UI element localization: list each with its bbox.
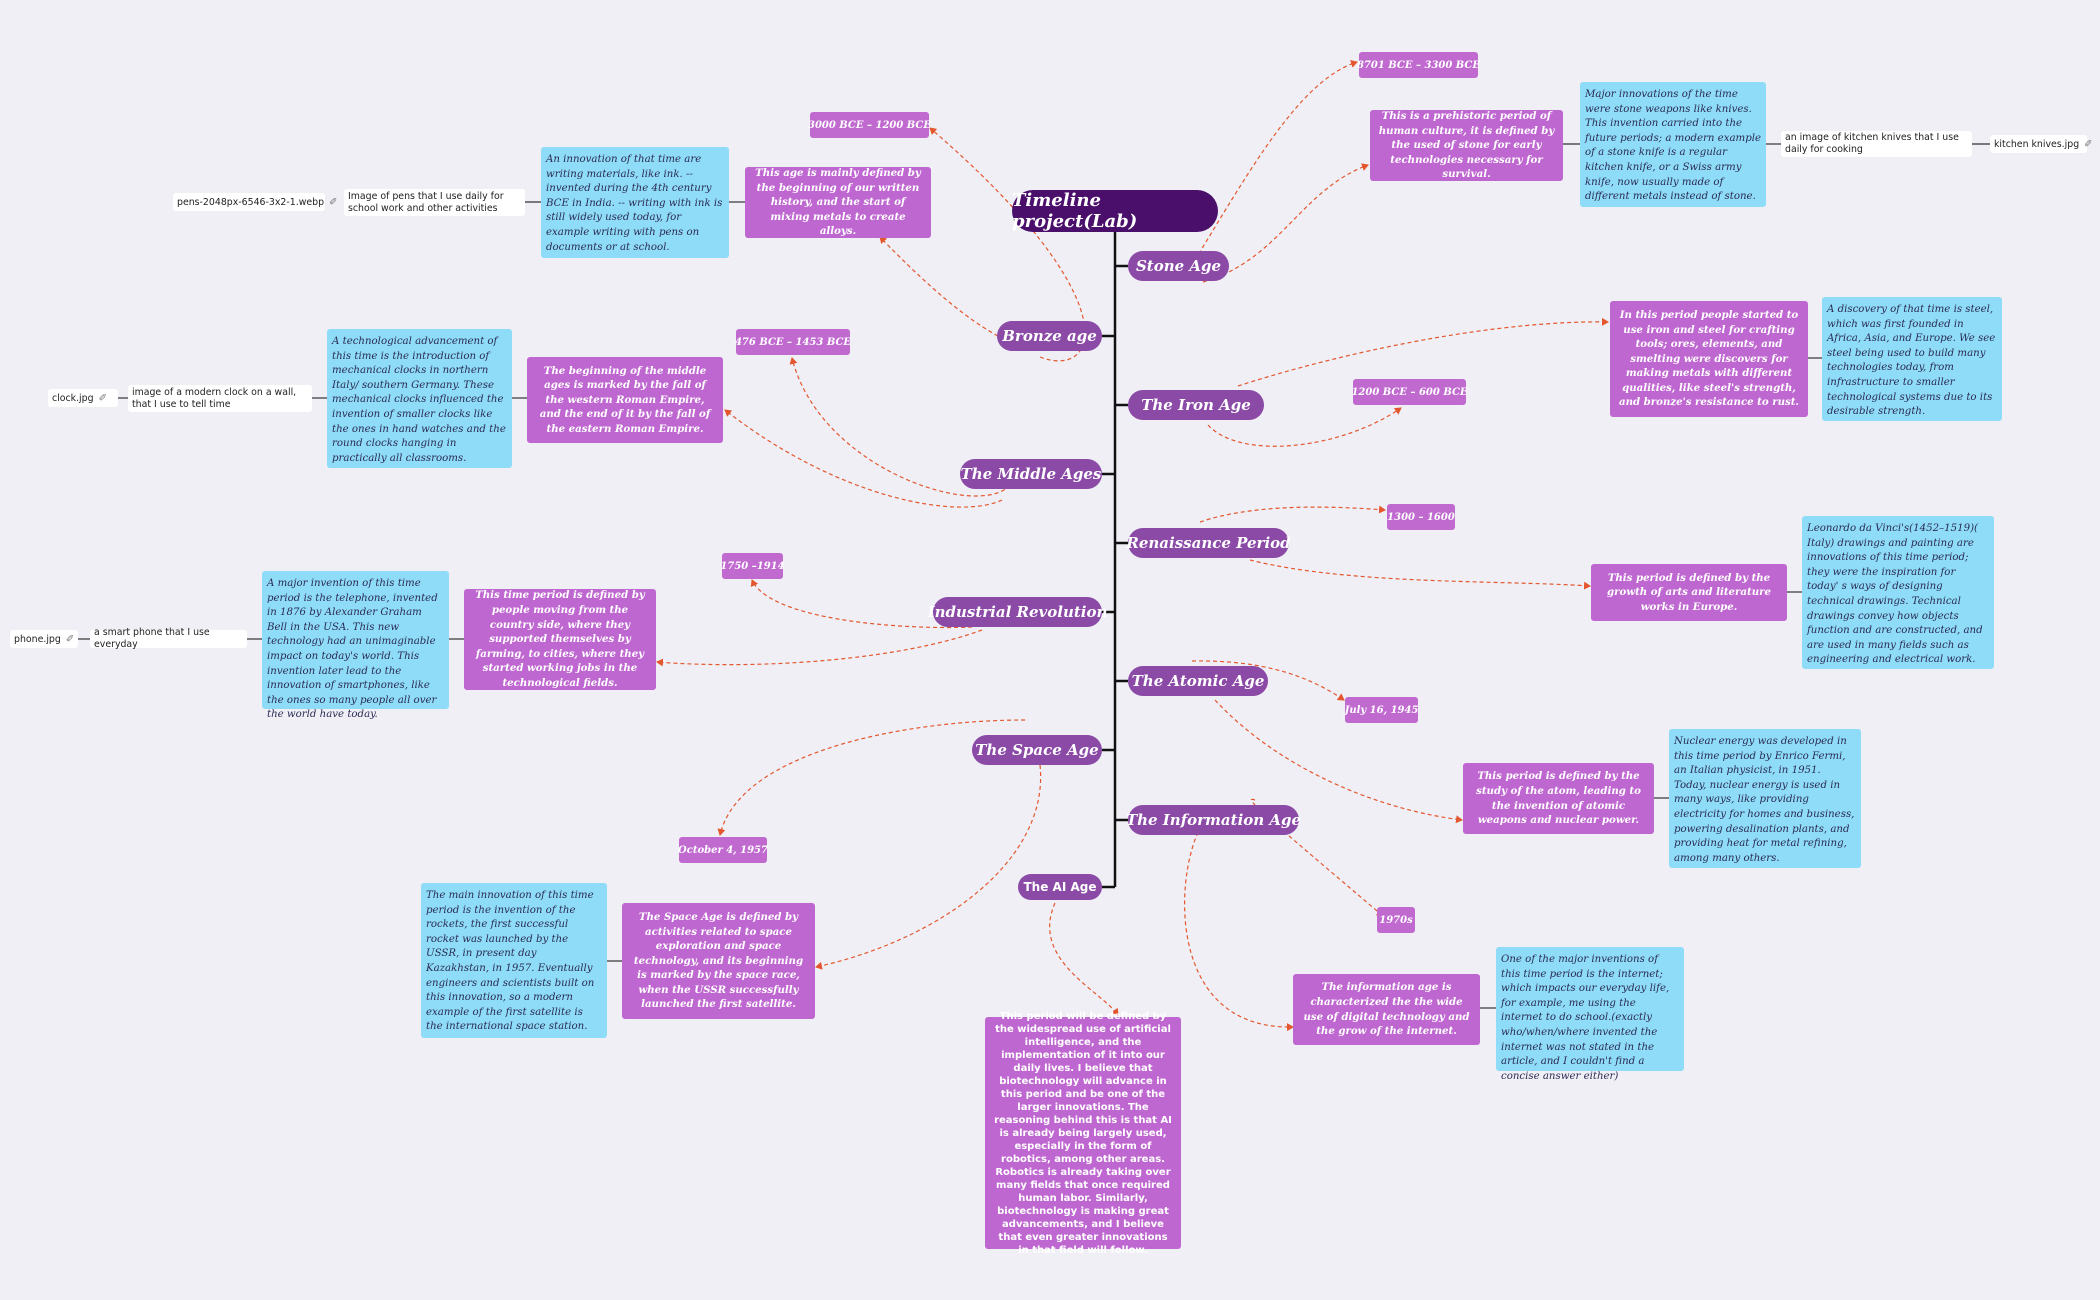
paperclip-icon: ✐	[65, 633, 75, 645]
desc-bronze-age[interactable]: This age is mainly defined by the beginn…	[745, 167, 931, 238]
date-information-age[interactable]: 1970s	[1377, 907, 1415, 933]
attachment-stone-age[interactable]: kitchen knives.jpg ✐	[1990, 135, 2093, 153]
era-ai-age[interactable]: The AI Age	[1018, 874, 1102, 900]
era-middle-ages[interactable]: The Middle Ages	[960, 459, 1102, 489]
attachment-name: phone.jpg	[14, 633, 61, 645]
date-middle-ages[interactable]: 476 BCE – 1453 BCE	[735, 329, 851, 355]
paperclip-icon: ✐	[98, 392, 107, 404]
paperclip-icon: ✐	[2084, 138, 2093, 150]
innovation-industrial-revolution[interactable]: A major invention of this time period is…	[262, 571, 449, 720]
innovation-middle-ages[interactable]: A technological advancement of this time…	[327, 329, 512, 468]
date-renaissance[interactable]: 1300 – 1600	[1387, 504, 1455, 530]
example-middle-ages[interactable]: image of a modern clock on a wall, that …	[128, 385, 312, 412]
era-bronze-age[interactable]: Bronze age	[997, 321, 1102, 351]
innovation-renaissance[interactable]: Leonardo da Vinci's(1452–1519)( Italy) d…	[1802, 516, 1994, 669]
desc-renaissance[interactable]: This period is defined by the growth of …	[1591, 564, 1787, 621]
example-bronze-age[interactable]: Image of pens that I use daily for schoo…	[344, 189, 525, 216]
attachment-name: clock.jpg	[52, 392, 94, 404]
example-industrial-revolution[interactable]: a smart phone that I use everyday	[90, 627, 247, 650]
date-space-age[interactable]: October 4, 1957	[678, 837, 768, 863]
desc-ai-age[interactable]: This period will be defined by the wides…	[985, 1011, 1181, 1256]
date-atomic-age[interactable]: July 16, 1945	[1345, 697, 1418, 723]
era-information-age[interactable]: The Information Age	[1126, 805, 1301, 835]
innovation-information-age[interactable]: One of the major inventions of this time…	[1496, 947, 1684, 1082]
era-renaissance[interactable]: Renaissance Period	[1126, 528, 1291, 558]
dashed-connectors	[656, 60, 1609, 1032]
attachment-bronze-age[interactable]: pens-2048px-6546-3x2-1.webp ✐	[173, 193, 337, 211]
innovation-iron-age[interactable]: A discovery of that time is steel, which…	[1822, 297, 2002, 421]
date-bronze-age[interactable]: 3000 BCE – 1200 BCE	[808, 112, 931, 138]
date-iron-age[interactable]: 1200 BCE – 600 BCE	[1351, 379, 1468, 405]
desc-middle-ages[interactable]: The beginning of the middle ages is mark…	[527, 357, 723, 443]
attachment-industrial-revolution[interactable]: phone.jpg ✐	[10, 630, 78, 648]
innovation-stone-age[interactable]: Major innovations of the time were stone…	[1580, 82, 1766, 207]
era-stone-age[interactable]: Stone Age	[1128, 251, 1229, 281]
timeline-trunk	[1102, 230, 1128, 889]
desc-space-age[interactable]: The Space Age is defined by activities r…	[622, 903, 815, 1019]
chain-lines	[78, 143, 1990, 1009]
attachment-middle-ages[interactable]: clock.jpg ✐	[48, 389, 118, 407]
era-space-age[interactable]: The Space Age	[972, 735, 1102, 765]
desc-stone-age[interactable]: This is a prehistoric period of human cu…	[1370, 110, 1563, 181]
date-industrial-revolution[interactable]: 1750 –1914	[720, 553, 785, 579]
innovation-atomic-age[interactable]: Nuclear energy was developed in this tim…	[1669, 729, 1861, 868]
innovation-bronze-age[interactable]: An innovation of that time are writing m…	[541, 147, 729, 258]
date-stone-age[interactable]: 8701 BCE – 3300 BCE	[1357, 52, 1480, 78]
example-stone-age[interactable]: an image of kitchen knives that I use da…	[1781, 131, 1972, 157]
desc-iron-age[interactable]: In this period people started to use iro…	[1610, 301, 1808, 417]
innovation-space-age[interactable]: The main innovation of this time period …	[421, 883, 607, 1038]
desc-atomic-age[interactable]: This period is defined by the study of t…	[1463, 763, 1654, 834]
root-title[interactable]: Timeline project(Lab)	[1012, 190, 1218, 232]
era-industrial-revolution[interactable]: Industrial Revolution	[928, 597, 1107, 627]
era-iron-age[interactable]: The Iron Age	[1128, 390, 1264, 420]
attachment-name: kitchen knives.jpg	[1994, 138, 2080, 150]
era-atomic-age[interactable]: The Atomic Age	[1128, 666, 1268, 696]
attachment-name: pens-2048px-6546-3x2-1.webp	[177, 196, 325, 208]
desc-information-age[interactable]: The information age is characterized the…	[1293, 974, 1480, 1045]
paperclip-icon: ✐	[329, 196, 338, 208]
desc-industrial-revolution[interactable]: This time period is defined by people mo…	[464, 589, 656, 690]
